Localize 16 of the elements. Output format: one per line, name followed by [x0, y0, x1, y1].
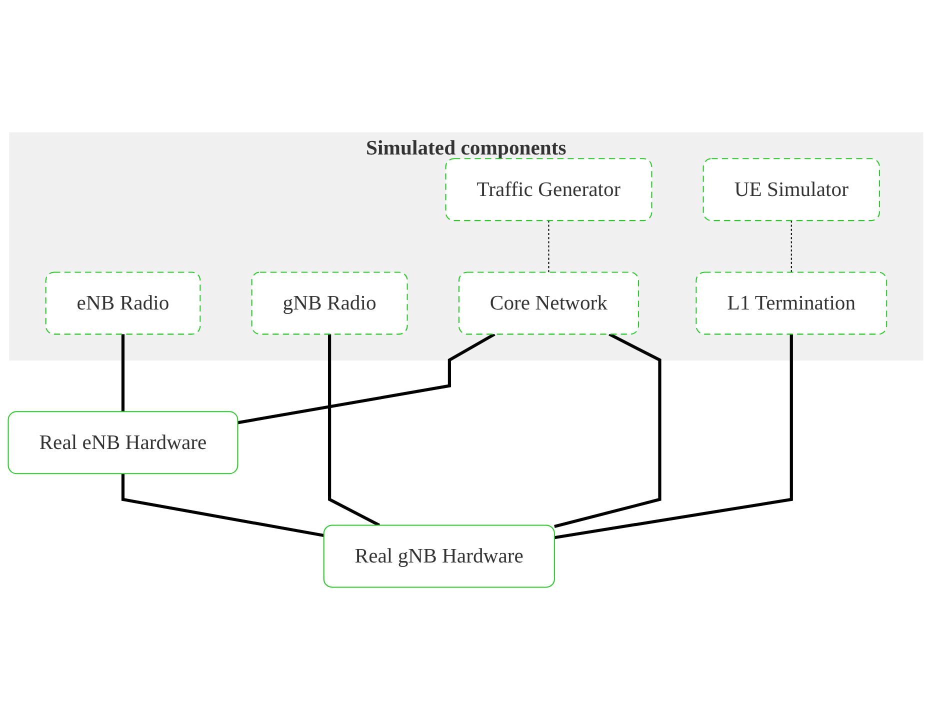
connector [121, 334, 125, 412]
node-box: UE Simulator [702, 158, 880, 222]
connector [554, 334, 793, 540]
connector [790, 220, 792, 272]
connector [237, 332, 496, 424]
connector [121, 474, 324, 538]
node-box: Real eNB Hardware [8, 411, 238, 474]
node-box: gNB Radio [251, 272, 408, 335]
connector [554, 332, 662, 528]
node-box: Traffic Generator [445, 158, 652, 222]
node-box: Real gNB Hardware [323, 524, 555, 588]
node-box: L1 Termination [696, 272, 888, 335]
connector [328, 334, 380, 527]
node-box: eNB Radio [45, 272, 201, 335]
connector [548, 220, 550, 272]
node-box: Core Network [458, 272, 640, 335]
